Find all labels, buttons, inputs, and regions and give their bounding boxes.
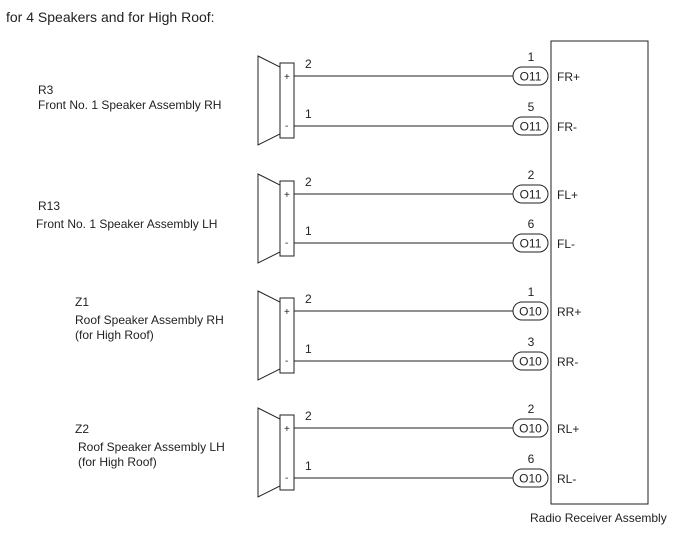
connector-pill: [512, 418, 549, 438]
speaker-cone-icon: [257, 55, 281, 146]
speaker-magnet-icon: [279, 414, 295, 491]
speaker-code: Z1: [75, 295, 89, 309]
connector-pill: [512, 301, 549, 321]
radio-pin-number: 6: [528, 452, 535, 466]
signal-name: FR-: [557, 120, 577, 134]
connector-pill: [512, 351, 549, 371]
speaker-pin-number: 1: [305, 342, 312, 356]
plus-terminal-sign: +: [284, 190, 290, 201]
radio-pin-number: 1: [528, 285, 535, 299]
speaker-pin-number: 2: [305, 292, 312, 306]
connector-pill: [512, 233, 549, 253]
connector-code: O11: [520, 188, 542, 202]
radio-pin-number: 6: [528, 217, 535, 231]
connector-code: O11: [520, 120, 542, 134]
speaker-pin-number: 1: [305, 459, 312, 473]
speaker-pin-number: 2: [305, 57, 312, 71]
radio-receiver-box: [550, 40, 649, 505]
speaker-magnet-icon: [279, 297, 295, 374]
speaker-name: Roof Speaker Assembly RH: [75, 313, 224, 327]
connector-pill: [512, 116, 549, 136]
speaker-pin-number: 1: [305, 224, 312, 238]
speaker-magnet-icon: [279, 180, 295, 257]
connector-code: O11: [520, 70, 542, 84]
plus-terminal-sign: +: [284, 424, 290, 435]
signal-name: RR-: [557, 355, 578, 369]
speaker-name: Front No. 1 Speaker Assembly LH: [36, 217, 217, 231]
minus-terminal-sign: -: [285, 473, 288, 484]
speaker-cone-icon: [257, 290, 281, 381]
signal-name: FL+: [557, 188, 578, 202]
speaker-cone-icon: [257, 173, 281, 264]
speaker-pin-number: 2: [305, 409, 312, 423]
connector-code: O10: [519, 355, 542, 369]
signal-name: FR+: [557, 70, 580, 84]
speaker-code: Z2: [75, 422, 89, 436]
connector-code: O10: [519, 422, 542, 436]
speaker-code: R3: [38, 83, 54, 97]
diagram-title: for 4 Speakers and for High Roof:: [6, 9, 215, 25]
connector-pill: [512, 468, 549, 488]
radio-receiver-label: Radio Receiver Assembly: [530, 511, 667, 525]
signal-name: RR+: [557, 305, 581, 319]
speaker-name: (for High Roof): [75, 328, 154, 342]
signal-name: RL+: [557, 422, 579, 436]
speaker-code: R13: [38, 199, 60, 213]
speaker-name: (for High Roof): [78, 455, 157, 469]
speaker-pin-number: 2: [305, 175, 312, 189]
plus-terminal-sign: +: [284, 72, 290, 83]
radio-pin-number: 2: [528, 402, 535, 416]
radio-pin-number: 3: [528, 335, 535, 349]
radio-pin-number: 2: [528, 168, 535, 182]
connector-pill: [512, 184, 549, 204]
connector-code: O11: [520, 237, 542, 251]
speaker-cone-icon: [257, 407, 281, 498]
radio-pin-number: 1: [528, 50, 535, 64]
speaker-name: Roof Speaker Assembly LH: [78, 440, 225, 454]
minus-terminal-sign: -: [285, 238, 288, 249]
signal-name: FL-: [557, 237, 575, 251]
signal-name: RL-: [557, 472, 576, 486]
connector-pill: [512, 66, 549, 86]
minus-terminal-sign: -: [285, 121, 288, 132]
speaker-magnet-icon: [279, 62, 295, 139]
plus-terminal-sign: +: [284, 307, 290, 318]
minus-terminal-sign: -: [285, 356, 288, 367]
connector-code: O10: [519, 472, 542, 486]
radio-pin-number: 5: [528, 100, 535, 114]
speaker-name: Front No. 1 Speaker Assembly RH: [38, 98, 221, 112]
connector-code: O10: [519, 305, 542, 319]
speaker-pin-number: 1: [305, 107, 312, 121]
